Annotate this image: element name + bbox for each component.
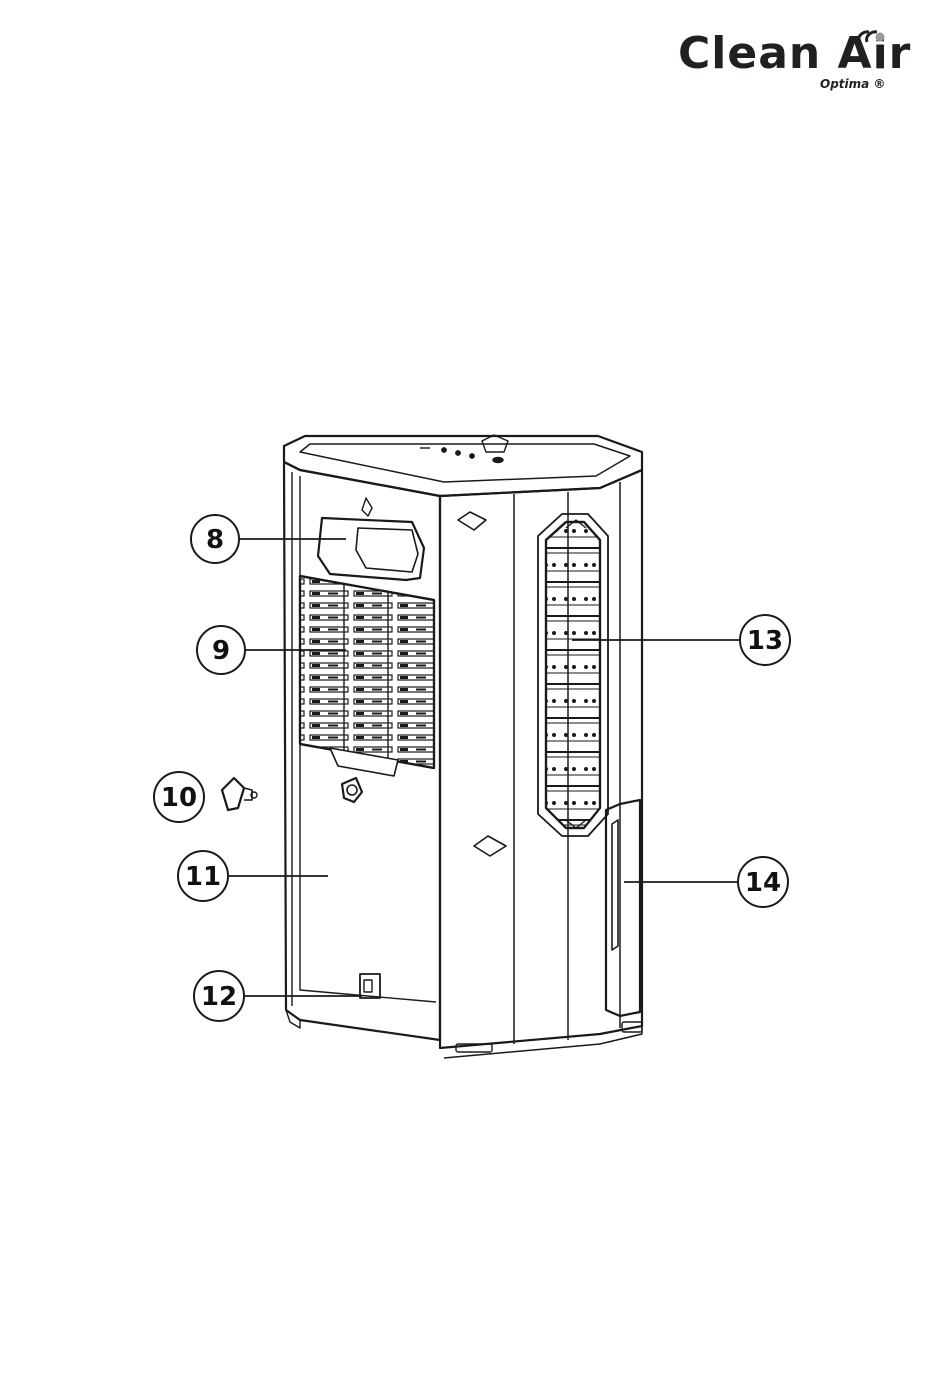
callout-10: 10 (154, 772, 204, 822)
callout-14: 14 (738, 857, 788, 907)
callout-12: 12 (194, 971, 244, 1021)
water-tank (606, 800, 640, 1016)
callout-11-label: 11 (185, 862, 221, 892)
drain-outlet-on-unit (342, 778, 362, 802)
power-switch (360, 974, 380, 998)
callout-8-label: 8 (206, 525, 224, 555)
callout-10-label: 10 (161, 783, 197, 813)
callout-9: 9 (197, 626, 245, 674)
side-air-filter (538, 514, 608, 836)
callout-12-label: 12 (201, 982, 237, 1012)
drain-connector-part (222, 778, 257, 810)
callout-13: 13 (740, 615, 790, 665)
unit-body (222, 435, 642, 1058)
callout-13-label: 13 (747, 626, 783, 656)
air-outlet-grille (300, 576, 434, 776)
callout-9-label: 9 (212, 636, 230, 666)
side-panel (440, 470, 642, 1048)
control-panel (420, 435, 508, 463)
top-lid (284, 436, 642, 496)
carry-handle (318, 518, 424, 580)
callout-14-label: 14 (745, 868, 781, 898)
callout-8: 8 (191, 515, 239, 563)
callout-11: 11 (178, 851, 228, 901)
